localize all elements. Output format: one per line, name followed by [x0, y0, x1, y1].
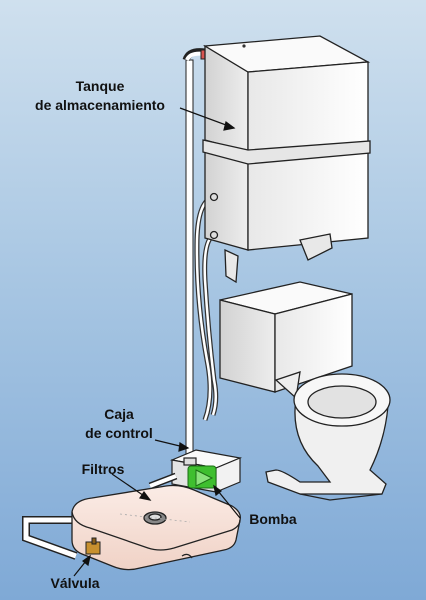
leader-lines — [73, 107, 241, 577]
label-valve: Válvula — [50, 575, 100, 591]
label-control-box: Caja de control — [64, 405, 174, 443]
filter-pipes — [22, 472, 178, 560]
label-control-box-line2: de control — [85, 425, 153, 441]
label-pump: Bomba — [249, 511, 297, 527]
label-storage-tank-line1: Tanque — [75, 78, 125, 94]
toilet-cistern — [219, 281, 353, 393]
label-control-box-line1: Caja — [104, 406, 134, 422]
pump — [187, 465, 217, 489]
label-storage-tank: Tanque de almacenamiento — [14, 77, 186, 115]
hoses — [194, 194, 219, 421]
storage-tank — [202, 35, 371, 284]
toilet-bowl — [265, 371, 391, 501]
filter-tank — [71, 484, 241, 571]
valve — [85, 537, 101, 555]
label-filters: Filtros — [81, 461, 125, 477]
label-storage-tank-line2: de almacenamiento — [35, 97, 165, 113]
